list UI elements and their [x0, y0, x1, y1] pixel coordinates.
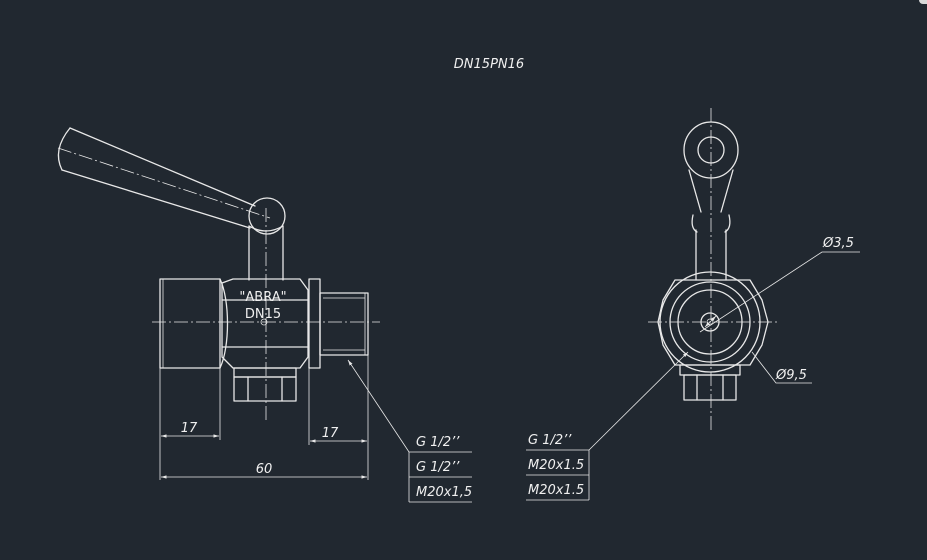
diameter-callouts: Ø3,5 Ø9,5	[699, 236, 860, 384]
side-view: Ø3,5 Ø9,5 G 1/2’’ M20x1.5 M20x1.5	[526, 108, 860, 501]
valve-body: "ABRA" DN15	[221, 278, 309, 369]
window-corner-indicator	[919, 0, 927, 4]
callout-front-3: M20x1,5	[416, 485, 472, 500]
right-connector	[308, 278, 369, 369]
callout-side-3: M20x1.5	[528, 483, 584, 498]
dia-outer-label: Ø9,5	[775, 368, 807, 383]
dim-right-17: 17	[322, 426, 339, 441]
valve-stem	[248, 208, 284, 420]
dim-overall-60: 60	[256, 462, 273, 477]
handle-lever	[57, 127, 286, 235]
side-thread-callout: G 1/2’’ M20x1.5 M20x1.5	[526, 351, 689, 501]
body-marking-brand: "ABRA"	[239, 290, 286, 305]
drawing-title: DN15PN16	[454, 57, 524, 72]
callout-front-2: G 1/2’’	[416, 460, 460, 475]
dia-inner-label: Ø3,5	[822, 236, 854, 251]
side-nut	[679, 364, 741, 401]
callout-side-1: G 1/2’’	[528, 433, 572, 448]
callout-side-2: M20x1.5	[528, 458, 584, 473]
body-marking-size: DN15	[245, 307, 281, 322]
left-connector	[159, 278, 229, 369]
front-thread-callout: G 1/2’’ G 1/2’’ M20x1,5	[347, 359, 472, 503]
bottom-nut	[233, 367, 297, 402]
callout-front-1: G 1/2’’	[416, 435, 460, 450]
front-view: "ABRA" DN15 17 17 60	[57, 127, 472, 503]
dimension-lines: 17 17 60	[159, 355, 369, 480]
dim-left-17: 17	[181, 421, 198, 436]
